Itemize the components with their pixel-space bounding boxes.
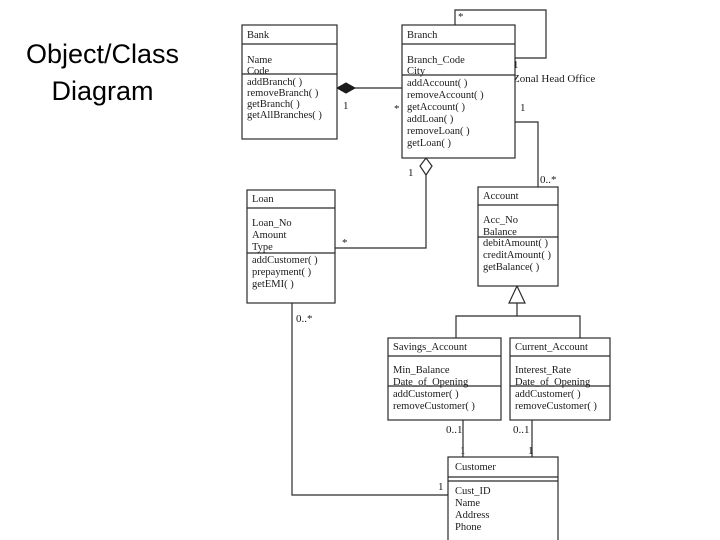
branch-self-mult-right: 1 <box>513 59 519 71</box>
operation: addBranch( ) <box>247 77 303 88</box>
attribute: Phone <box>455 522 482 533</box>
operation: getBranch( ) <box>247 99 300 110</box>
attribute: Code <box>247 66 270 77</box>
attribute: Balance <box>483 227 517 238</box>
class-bank: Bank Name Code addBranch( ) removeBranch… <box>241 24 338 140</box>
attribute: Interest_Rate <box>515 365 571 376</box>
slide-title-line-1: Object/Class <box>25 39 180 69</box>
attribute: Branch_Code <box>407 55 465 66</box>
bank-branch-mult-branch: * <box>394 103 400 115</box>
operation: removeAccount( ) <box>407 90 484 101</box>
operation: removeCustomer( ) <box>515 401 597 412</box>
attribute: City <box>407 66 426 77</box>
operation: addAccount( ) <box>407 78 468 89</box>
operation: removeBranch( ) <box>247 88 319 99</box>
loan-customer-line <box>291 303 448 496</box>
aggregation-diamond-loan <box>419 157 433 177</box>
attribute: Loan_No <box>252 218 292 229</box>
operation: getEMI( ) <box>252 279 294 290</box>
operation: addLoan( ) <box>407 114 454 125</box>
attribute: Date_of_Opening <box>393 377 469 388</box>
operation: removeLoan( ) <box>407 126 470 137</box>
class-loan: Loan Loan_No Amount Type addCustomer( ) … <box>246 189 336 304</box>
attribute: Min_Balance <box>393 365 450 376</box>
operation: prepayment( ) <box>252 267 312 278</box>
class-current-account: Current_Account Interest_Rate Date_of_Op… <box>509 337 611 421</box>
operation: addCustomer( ) <box>252 255 318 266</box>
operation: getAccount( ) <box>407 102 466 113</box>
attribute: Cust_ID <box>455 486 491 497</box>
operation: addCustomer( ) <box>515 389 581 400</box>
operation: debitAmount( ) <box>483 238 549 249</box>
operation: creditAmount( ) <box>483 250 551 261</box>
generalization-triangle <box>508 284 526 304</box>
class-account: Account Acc_No Balance debitAmount( ) cr… <box>477 186 559 287</box>
branch-self-association <box>454 9 547 59</box>
attribute: Acc_No <box>483 215 518 226</box>
branch-account-mult-account: 0..* <box>540 174 557 186</box>
loan-customer-mult-loan: 0..* <box>296 313 313 325</box>
class-name: Current_Account <box>515 342 588 353</box>
attribute: Type <box>252 242 273 253</box>
current-customer-mult-customer: 1 <box>528 445 534 457</box>
class-name: Loan <box>252 194 274 205</box>
class-branch: Branch Branch_Code City addAccount( ) re… <box>401 24 516 159</box>
class-name: Account <box>483 191 519 202</box>
current-customer-mult-current: 0..1 <box>513 424 530 436</box>
operation: removeCustomer( ) <box>393 401 475 412</box>
attribute: Name <box>455 498 480 509</box>
composition-diamond <box>335 82 357 94</box>
savings-customer-mult-customer: 1 <box>460 445 466 457</box>
operation: getAllBranches( ) <box>247 110 322 121</box>
attribute: Name <box>247 55 272 66</box>
slide-title-line-2: Diagram <box>51 76 154 106</box>
class-name: Savings_Account <box>393 342 467 353</box>
attribute: Address <box>455 510 489 521</box>
operation: getBalance( ) <box>483 262 540 273</box>
class-name: Branch <box>407 30 438 41</box>
branch-account-mult-branch: 1 <box>520 102 526 114</box>
generalization-branches <box>455 315 581 338</box>
savings-customer-mult-savings: 0..1 <box>446 424 463 436</box>
class-customer: Customer Cust_ID Name Address Phone <box>447 456 559 540</box>
branch-loan-aggregation-line <box>335 175 427 249</box>
attribute: Date_of_Opening <box>515 377 591 388</box>
class-name: Bank <box>247 30 270 41</box>
branch-self-mult-top: * <box>458 11 464 23</box>
loan-customer-mult-customer: 1 <box>438 481 444 493</box>
branch-self-role: Zonal Head Office <box>513 73 595 85</box>
class-savings-account: Savings_Account Min_Balance Date_of_Open… <box>387 337 502 421</box>
branch-account-aggregation-line <box>515 121 539 187</box>
operation: addCustomer( ) <box>393 389 459 400</box>
bank-branch-mult-bank: 1 <box>343 100 349 112</box>
operation: getLoan( ) <box>407 138 452 149</box>
class-name: Customer <box>455 462 496 473</box>
attribute: Amount <box>252 230 287 241</box>
branch-loan-mult-branch: 1 <box>408 167 414 179</box>
branch-loan-mult-loan: * <box>342 237 348 249</box>
